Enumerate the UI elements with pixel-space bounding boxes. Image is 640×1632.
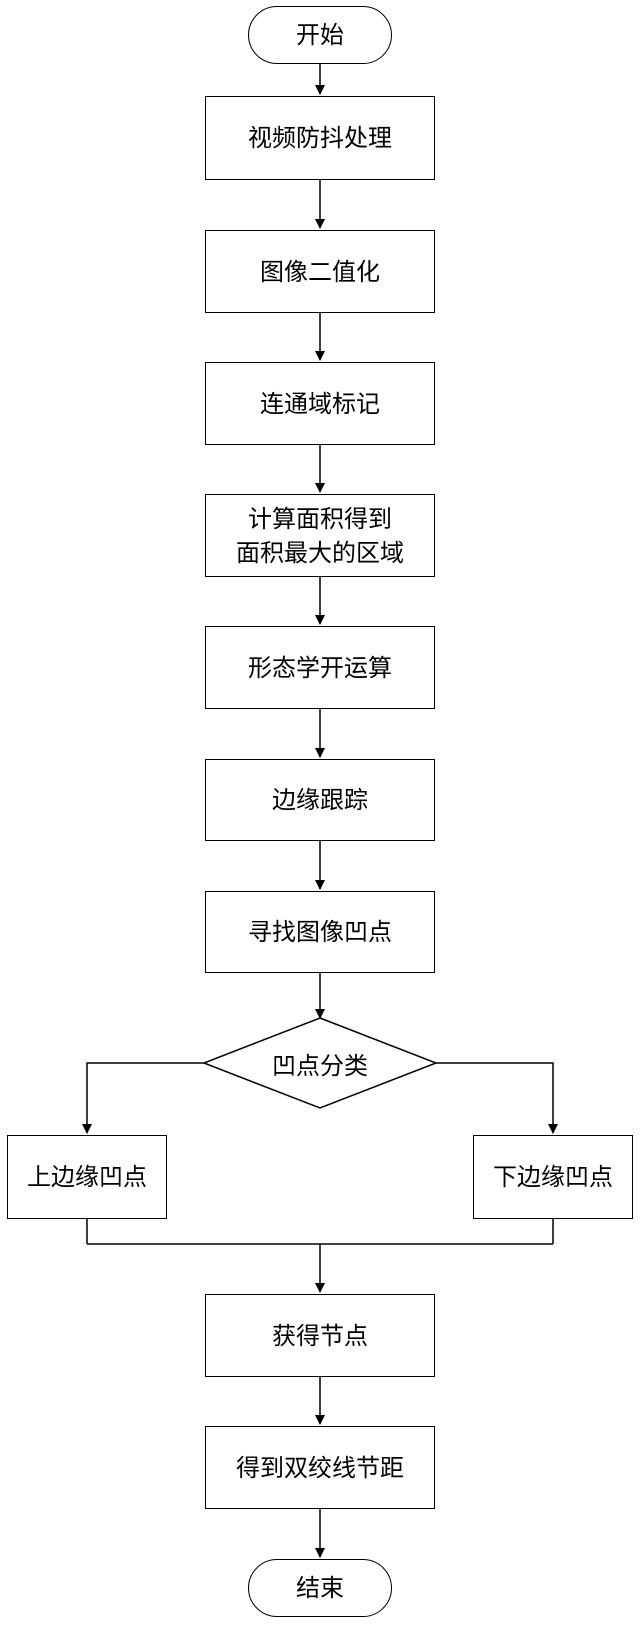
step-compute-max-area-line2: 面积最大的区域 bbox=[236, 538, 404, 567]
step-edge-tracing: 边缘跟踪 bbox=[205, 759, 435, 841]
branch-lower-edge-concave-points-label: 下边缘凹点 bbox=[493, 1163, 613, 1191]
step-obtain-nodes: 获得节点 bbox=[205, 1294, 435, 1377]
end-terminal: 结束 bbox=[248, 1559, 392, 1617]
step-compute-max-area: 计算面积得到 面积最大的区域 bbox=[205, 494, 435, 577]
step-video-stabilization-label: 视频防抖处理 bbox=[248, 124, 392, 152]
branch-upper-edge-concave-points-label: 上边缘凹点 bbox=[27, 1163, 147, 1191]
step-binarization-label: 图像二值化 bbox=[260, 257, 380, 286]
step-connected-component-labeling-label: 连通域标记 bbox=[260, 389, 380, 418]
branch-lower-edge-concave-points: 下边缘凹点 bbox=[473, 1135, 633, 1219]
step-twisted-pair-pitch: 得到双绞线节距 bbox=[205, 1426, 435, 1509]
decision-label: 凹点分类 bbox=[234, 1043, 406, 1083]
step-morphological-opening: 形态学开运算 bbox=[205, 626, 435, 709]
step-edge-tracing-label: 边缘跟踪 bbox=[272, 786, 368, 814]
decision-diamond bbox=[201, 1017, 439, 1109]
arrow-decision-to-left bbox=[82, 1062, 204, 1134]
step-find-concave-points: 寻找图像凹点 bbox=[205, 891, 435, 973]
branch-upper-edge-concave-points: 上边缘凹点 bbox=[7, 1135, 167, 1219]
decision-text: 凹点分类 bbox=[272, 1051, 368, 1080]
step-compute-max-area-line1: 计算面积得到 bbox=[248, 504, 392, 533]
step-morphological-opening-label: 形态学开运算 bbox=[248, 653, 392, 682]
step-video-stabilization: 视频防抖处理 bbox=[205, 96, 435, 180]
start-terminal: 开始 bbox=[248, 6, 392, 64]
end-label: 结束 bbox=[296, 1574, 344, 1602]
step-twisted-pair-pitch-label: 得到双绞线节距 bbox=[236, 1453, 404, 1482]
arrow-decision-to-right bbox=[436, 1062, 558, 1134]
step-find-concave-points-label: 寻找图像凹点 bbox=[248, 918, 392, 946]
step-obtain-nodes-label: 获得节点 bbox=[272, 1321, 368, 1350]
step-connected-component-labeling: 连通域标记 bbox=[205, 362, 435, 445]
step-binarization: 图像二值化 bbox=[205, 230, 435, 313]
start-label: 开始 bbox=[296, 21, 344, 49]
